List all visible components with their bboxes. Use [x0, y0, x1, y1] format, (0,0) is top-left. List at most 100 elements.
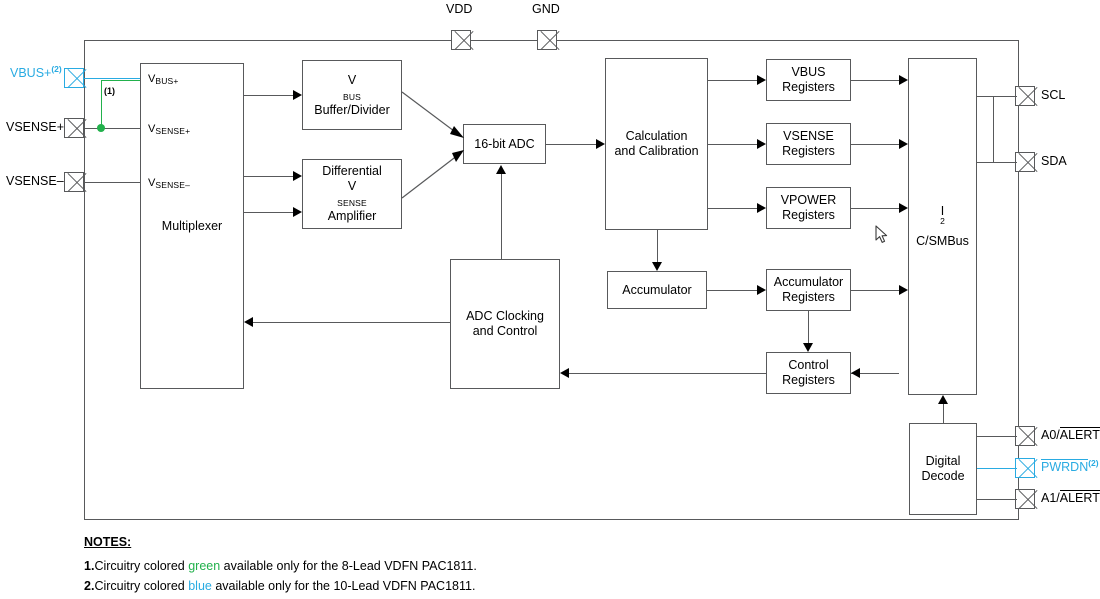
wire-i2c-to-scl [977, 96, 1017, 97]
pin-pad-a0-alert[interactable] [1015, 426, 1035, 446]
pin-pad-pwrdn[interactable] [1015, 458, 1035, 478]
wire-digital-decode-to-a1-alert [977, 499, 1017, 500]
pin-label-scl: SCL [1041, 88, 1066, 102]
block-vbus-buffer-sub: BUS [342, 91, 362, 102]
arrowhead-calculation-to-vsense-registers [757, 139, 766, 149]
mouse-cursor [875, 225, 888, 243]
mux-input-vbus-sub: BUS+ [155, 76, 179, 86]
mux-input-vsensem-sub: SENSE– [155, 180, 191, 190]
arrowhead-adc-clocking-to-adc [496, 165, 506, 174]
block-multiplexer[interactable]: Multiplexer [140, 63, 244, 389]
block-control-registers[interactable]: Control Registers [766, 352, 851, 394]
wire-vbus-registers-to-i2c [851, 80, 899, 81]
arrowhead-accumulator-registers-to-i2c [899, 285, 908, 295]
block-vbus-buffer-divider[interactable]: V BUS Buffer/Divider [302, 60, 402, 130]
block-vsense-registers-line1: VSENSE [783, 129, 834, 143]
wire-i2c-right-bus [993, 96, 994, 162]
block-diff-amp-line1: Differential [322, 164, 382, 178]
wire-calculation-to-accumulator [657, 230, 658, 262]
pin-pad-a1-alert[interactable] [1015, 489, 1035, 509]
arrowhead-calculation-to-accumulator [652, 262, 662, 271]
block-digital-decode-line1: Digital [925, 454, 961, 468]
block-vbus-buffer-v: V [347, 72, 357, 87]
note-item-2: 2.Circuitry colored blue available only … [84, 576, 784, 596]
wire-mux-to-diff-amp-2 [244, 212, 293, 213]
pin-label-a0-prefix: A0/ [1041, 428, 1060, 442]
block-adc-clocking-and-control[interactable]: ADC Clocking and Control [450, 259, 560, 389]
block-calculation-line2: and Calibration [614, 144, 699, 158]
block-multiplexer-label: Multiplexer [161, 219, 223, 233]
block-16-bit-adc[interactable]: 16-bit ADC [463, 124, 546, 164]
wire-vsense-plus-to-mux [84, 128, 140, 129]
arrowhead-i2c-to-control-registers [851, 368, 860, 378]
block-accumulator-registers[interactable]: Accumulator Registers [766, 269, 851, 311]
wire-green-vertical [101, 80, 102, 128]
arrowhead-control-registers-to-adc-clocking [560, 368, 569, 378]
block-control-registers-line1: Control [788, 358, 829, 372]
pin-label-pwrdn-superscript: (2) [1088, 458, 1099, 468]
pin-pad-gnd[interactable] [537, 30, 557, 50]
wire-adc-to-calculation [546, 144, 596, 145]
pin-label-pwrdn-overline: PWRDN [1041, 459, 1089, 474]
note-item-1: 1.Circuitry colored green available only… [84, 556, 784, 576]
block-vpower-registers[interactable]: VPOWER Registers [766, 187, 851, 229]
mux-input-vbus-main: V [148, 73, 156, 85]
notes-section: NOTES: 1.Circuitry colored green availab… [84, 535, 784, 596]
block-calculation-and-calibration[interactable]: Calculation and Calibration [605, 58, 708, 230]
mux-input-vsensem-main: V [148, 177, 156, 189]
wire-accumulator-registers-to-control-registers [808, 311, 809, 343]
arrowhead-vsense-registers-to-i2c [899, 139, 908, 149]
pin-pad-vsense-minus[interactable] [64, 172, 84, 192]
pin-pad-sda[interactable] [1015, 152, 1035, 172]
pin-label-vdd: VDD [446, 2, 473, 16]
note-1-number: 1. [84, 559, 95, 573]
block-vbus-registers[interactable]: VBUS Registers [766, 59, 851, 101]
arrowhead-accumulator-to-accumulator-registers [757, 285, 766, 295]
block-diff-amp-sub: SENSE [337, 198, 367, 208]
wire-vsense-minus-to-mux [84, 182, 140, 183]
wire-green-horizontal [101, 80, 140, 81]
wire-accumulator-to-accumulator-registers [707, 290, 757, 291]
block-accumulator[interactable]: Accumulator [607, 271, 707, 309]
block-diff-amp-line3: Amplifier [327, 209, 377, 223]
note-2-post: available only for the 10-Lead VDFN PAC1… [211, 579, 476, 593]
wire-vpower-registers-to-i2c [851, 208, 899, 209]
arrowhead-vpower-registers-to-i2c [899, 203, 908, 213]
annotation-green-note: (1) [104, 86, 115, 96]
block-i2c-main: I [940, 204, 945, 218]
block-vsense-registers[interactable]: VSENSE Registers [766, 123, 851, 165]
block-vbus-registers-line1: VBUS [791, 65, 826, 79]
arrowhead-calculation-to-vbus-registers [757, 75, 766, 85]
wire-adc-clocking-to-adc [501, 174, 502, 259]
block-digital-decode[interactable]: Digital Decode [909, 423, 977, 515]
pin-pad-vsense-plus[interactable] [64, 118, 84, 138]
block-i2c-rest: C/SMBus [916, 234, 969, 248]
wire-digital-decode-to-pwrdn [977, 468, 1017, 469]
pin-label-vsense-minus: VSENSE– [6, 174, 64, 188]
arrowhead-calculation-to-vpower-registers [757, 203, 766, 213]
wire-mux-to-vbus-buffer [244, 95, 293, 96]
pin-label-gnd: GND [532, 2, 560, 16]
wire-calculation-to-vsense-registers [708, 144, 757, 145]
wire-i2c-to-control-registers [851, 373, 899, 374]
pin-label-a1-alert-overline: ALERT [1059, 490, 1100, 505]
pin-pad-vdd[interactable] [451, 30, 471, 50]
arrowhead-adc-clocking-to-mux [244, 317, 253, 327]
block-control-registers-line2: Registers [782, 373, 835, 387]
block-vbus-buffer-line2: Buffer/Divider [314, 102, 390, 117]
block-vpower-registers-line2: Registers [782, 208, 835, 222]
block-vbus-registers-line2: Registers [782, 80, 835, 94]
block-digital-decode-line2: Decode [921, 469, 965, 483]
pin-pad-scl[interactable] [1015, 86, 1035, 106]
pin-pad-vbus-plus[interactable] [64, 68, 84, 88]
mux-input-vsensep-main: V [148, 123, 156, 135]
pin-label-a1-prefix: A1/ [1041, 491, 1060, 505]
arrowhead-mux-to-diff-amp-1 [293, 171, 302, 181]
block-adc-clocking-line1: ADC Clocking [466, 309, 544, 323]
pin-label-sda: SDA [1041, 154, 1067, 168]
wire-digital-decode-to-i2c [943, 404, 944, 423]
